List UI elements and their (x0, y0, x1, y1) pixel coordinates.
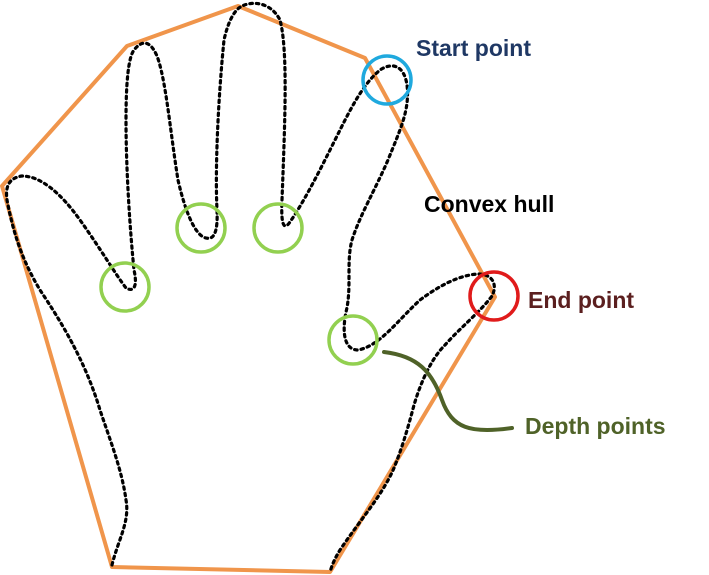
depth-point-marker (99, 261, 151, 313)
depth-points-leader-line (382, 350, 514, 433)
end-point-marker (468, 270, 520, 322)
end-point-label: End point (528, 287, 634, 313)
depth-points-label: Depth points (525, 413, 666, 439)
depth-point-marker (175, 202, 227, 254)
depth-point-marker (327, 314, 379, 366)
start-point-marker (361, 54, 413, 106)
convex-hull-label: Convex hull (424, 191, 554, 217)
convex-hull-polygon (0, 4, 497, 574)
start-point-label: Start point (416, 35, 531, 61)
depth-point-marker (252, 202, 304, 254)
hand-contour (4, 1, 496, 574)
